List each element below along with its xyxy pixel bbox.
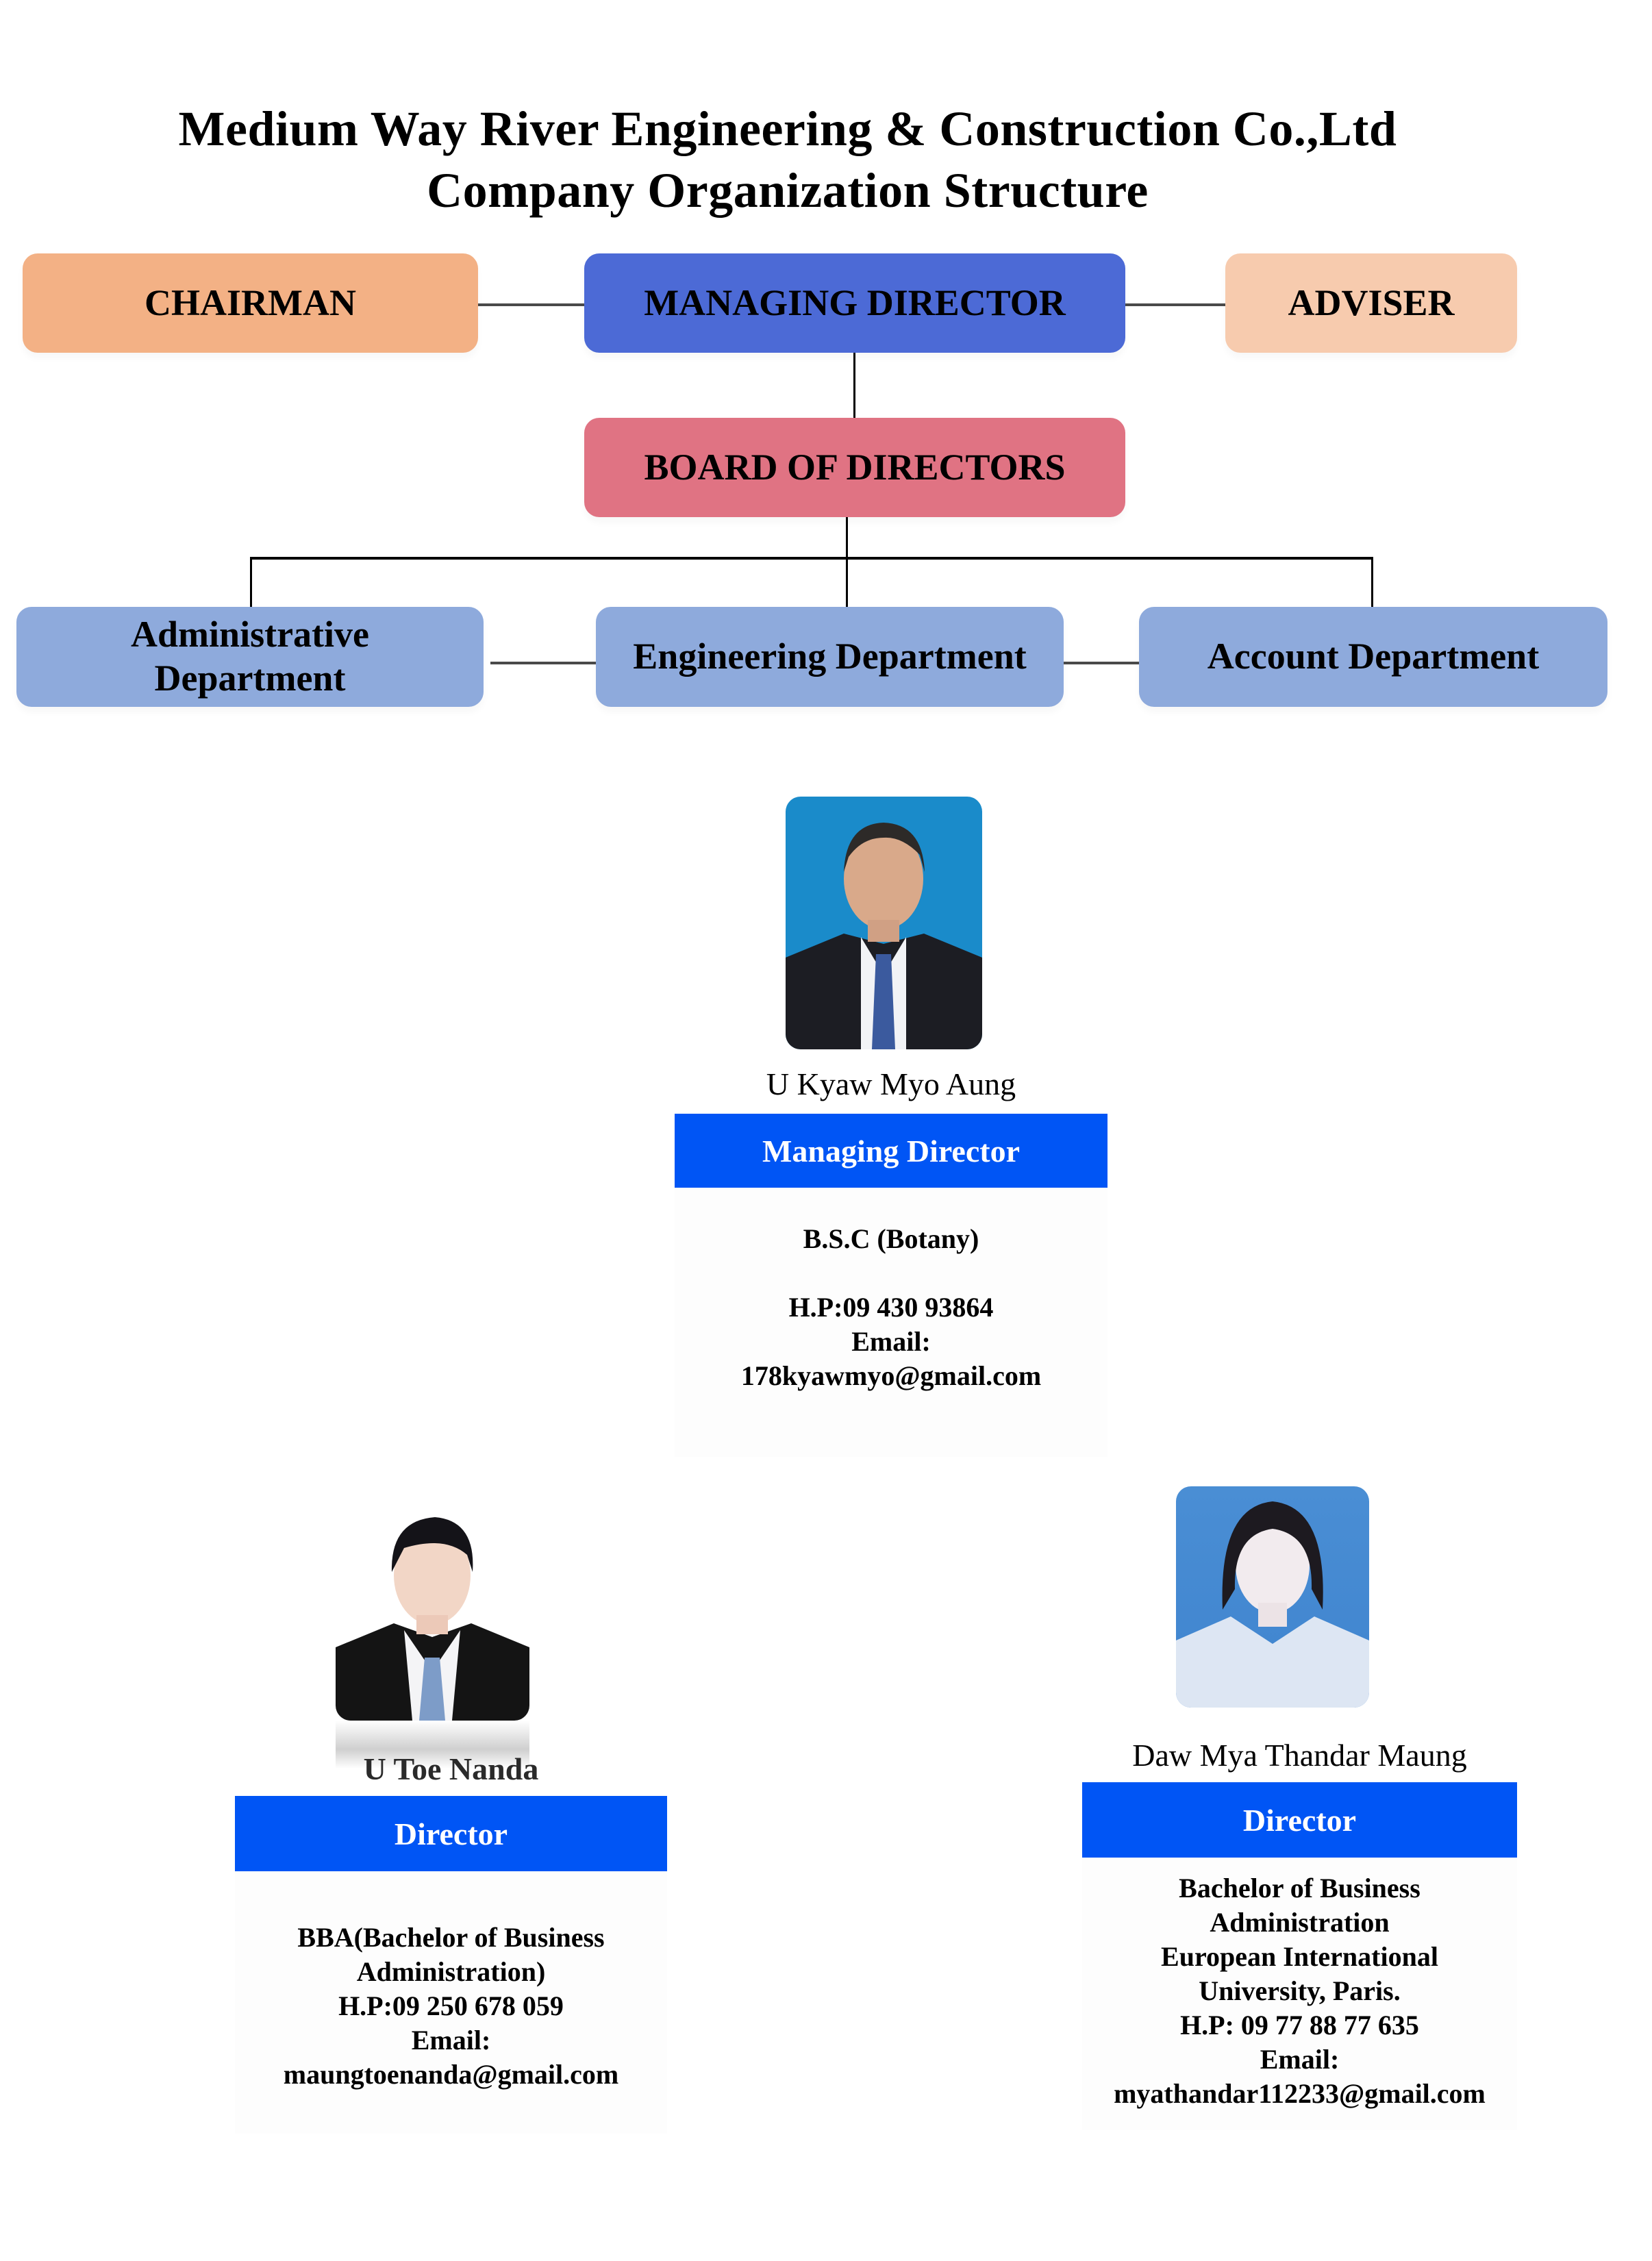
profile-role-label: Managing Director <box>762 1133 1021 1169</box>
administrative-department-label-line2: Department <box>154 658 346 699</box>
profile-degree-line1: Bachelor of Business <box>1179 1873 1421 1903</box>
profile-role-label: Director <box>394 1816 508 1851</box>
profile-spacer <box>675 1256 1107 1290</box>
chairman-label: CHAIRMAN <box>145 282 356 323</box>
administrative-department-node[interactable]: Administrative Department <box>16 607 484 707</box>
profile-university-line2: University, Paris. <box>1199 1975 1401 2006</box>
profile-email-label: Email: <box>411 2025 491 2056</box>
chairman-node[interactable]: CHAIRMAN <box>23 253 478 353</box>
connector-eng-account <box>1064 662 1139 664</box>
profile-role-label: Director <box>1242 1802 1357 1838</box>
connector-admin-drop <box>250 557 252 607</box>
profile-role-bar-managing-director: Managing Director <box>675 1114 1107 1188</box>
photo-reflection <box>336 1721 529 1769</box>
profile-email-label: Email: <box>1260 2044 1340 2075</box>
managing-director-label: MANAGING DIRECTOR <box>644 282 1066 323</box>
connector-md-board <box>853 353 855 418</box>
connector-dept-bus <box>250 557 1373 560</box>
profile-name-mya-thandar-maung: Daw Mya Thandar Maung <box>1132 1738 1467 1773</box>
company-name-title: Medium Way River Engineering & Construct… <box>178 101 1397 156</box>
engineering-department-label: Engineering Department <box>633 636 1027 677</box>
profile-role-bar-director: Director <box>1082 1782 1517 1858</box>
administrative-department-label-line1: Administrative <box>131 614 369 655</box>
profile-email[interactable]: myathandar112233@gmail.com <box>1114 2078 1486 2109</box>
profile-details-toe-nanda: BBA(Bachelor of Business Administration)… <box>235 1871 667 2134</box>
page-subtitle: Company Organization Structure <box>427 163 1149 218</box>
connector-board-trunk <box>846 517 848 607</box>
engineering-department-node[interactable]: Engineering Department <box>596 607 1064 707</box>
profile-photo-kyaw-myo-aung <box>786 797 982 1049</box>
account-department-label: Account Department <box>1207 636 1540 677</box>
profile-phone: H.P:09 250 678 059 <box>338 1990 564 2021</box>
profile-degree: B.S.C (Botany) <box>803 1223 979 1254</box>
connector-admin-eng <box>490 662 596 664</box>
profile-university-line1: European International <box>1161 1941 1438 1972</box>
board-of-directors-node[interactable]: BOARD OF DIRECTORS <box>584 418 1125 517</box>
board-of-directors-label: BOARD OF DIRECTORS <box>644 446 1066 488</box>
profile-name-toe-nanda: U Toe Nanda <box>363 1751 539 1786</box>
profile-degree-line1: BBA(Bachelor of Business <box>297 1922 605 1953</box>
account-department-node[interactable]: Account Department <box>1139 607 1607 707</box>
profile-photo-toe-nanda <box>336 1507 529 1721</box>
profile-degree-line2: Administration <box>1210 1907 1390 1938</box>
profile-details-mya-thandar-maung: Bachelor of Business Administration Euro… <box>1082 1858 1517 2130</box>
person-portrait-icon <box>786 797 982 1049</box>
profile-degree-line2: Administration) <box>356 1956 546 1987</box>
profile-email[interactable]: 178kyawmyo@gmail.com <box>740 1360 1042 1391</box>
adviser-node[interactable]: ADVISER <box>1225 253 1517 353</box>
profile-phone: H.P:09 430 93864 <box>788 1292 994 1323</box>
profile-photo-mya-thandar-maung <box>1176 1486 1369 1708</box>
person-portrait-icon <box>336 1507 529 1721</box>
connector-md-adviser <box>1125 303 1225 306</box>
profile-phone: H.P: 09 77 88 77 635 <box>1180 2010 1419 2040</box>
connector-account-drop <box>1371 557 1373 607</box>
profile-name-kyaw-myo-aung: U Kyaw Myo Aung <box>766 1066 1016 1101</box>
person-portrait-icon <box>1176 1486 1369 1708</box>
connector-chairman-md <box>478 303 584 306</box>
profile-email[interactable]: maungtoenanda@gmail.com <box>283 2059 619 2090</box>
adviser-label: ADVISER <box>1288 282 1455 323</box>
managing-director-node[interactable]: MANAGING DIRECTOR <box>584 253 1125 353</box>
profile-email-label: Email: <box>851 1326 931 1357</box>
profile-role-bar-director: Director <box>235 1796 667 1871</box>
profile-details-kyaw-myo-aung: B.S.C (Botany) H.P:09 430 93864 Email: 1… <box>675 1188 1107 1457</box>
